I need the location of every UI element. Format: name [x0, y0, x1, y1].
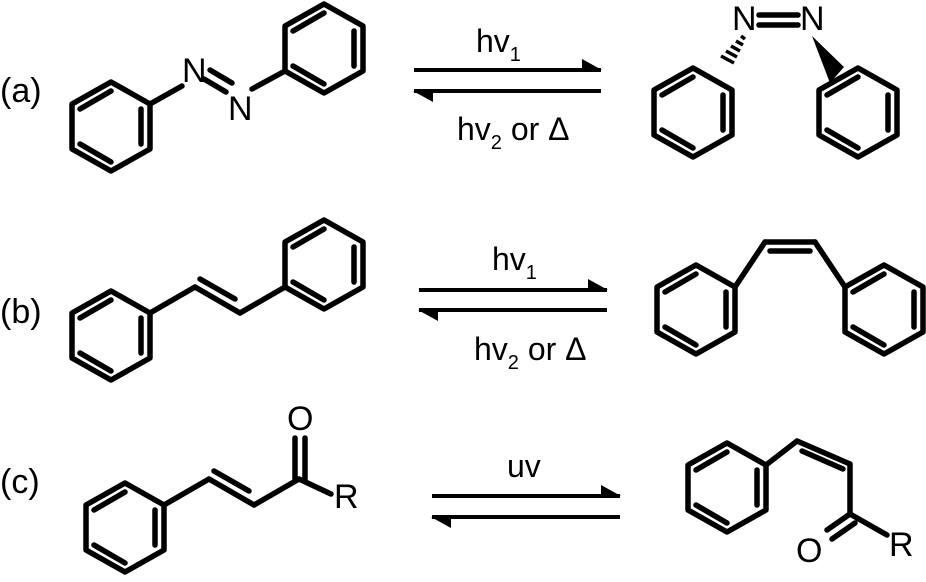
benzene-ring-right: [282, 217, 366, 312]
benzene-ring-right: [282, 1, 366, 96]
cc-double-bond-second-line: [197, 276, 238, 302]
benzene-ring-right: [816, 65, 900, 160]
cis-azobenzene: N N: [651, 0, 900, 160]
panel-label-c: (c): [0, 463, 40, 501]
benzene-ring-left: [651, 65, 735, 160]
benzene-ring-right: [842, 262, 926, 357]
single-bond: [732, 239, 768, 290]
group-r: R: [889, 526, 914, 564]
reverse-condition: hv2 or Δ: [457, 111, 570, 154]
wedge-bond: [812, 36, 844, 83]
c-r-bond: [847, 511, 890, 538]
trans-stilbene: [69, 217, 366, 383]
atom-o: O: [796, 532, 822, 570]
c-n-bond: [147, 83, 185, 107]
benzene-ring-left: [654, 262, 738, 357]
atom-n1: N: [732, 0, 757, 38]
benzene-ring-left: [69, 288, 153, 383]
cc-double-bond: [192, 284, 243, 316]
cc-double-bond: [794, 438, 853, 467]
atom-n1: N: [182, 52, 207, 90]
cc-double-bond-second-line: [799, 448, 846, 472]
panel-label-a: (a): [0, 72, 42, 110]
c-r-bond: [296, 476, 334, 497]
single-bond: [251, 476, 302, 508]
equilibrium-arrows-c: uv: [431, 448, 621, 528]
single-bond: [763, 438, 800, 468]
panel-c: (c) O R uv: [0, 400, 914, 575]
panel-b: (b) hv1 hv2 or Δ: [0, 217, 926, 383]
equilibrium-arrows-b: hv1 hv2 or Δ: [418, 241, 608, 374]
atom-o: O: [287, 400, 313, 438]
nn-double-bond-second-line: [207, 67, 235, 86]
trans-azobenzene: N N: [69, 1, 366, 174]
nn-double-bond: [201, 76, 229, 95]
single-bond: [237, 284, 288, 316]
atom-n2: N: [800, 0, 825, 38]
single-bond: [161, 476, 212, 508]
benzene-ring: [685, 440, 769, 535]
cis-enone: O R: [685, 438, 914, 570]
cc-double-bond-second-line: [211, 468, 252, 494]
single-bond: [812, 239, 848, 290]
group-r: R: [334, 478, 359, 516]
cc-double-bond: [206, 476, 257, 508]
n-c-bond: [249, 68, 288, 92]
trans-enone: O R: [83, 400, 359, 575]
reverse-condition: hv2 or Δ: [474, 331, 587, 374]
benzene-ring: [83, 480, 167, 575]
panel-a: (a) N N hv1 hv2 o: [0, 0, 900, 174]
cis-stilbene: [654, 239, 926, 357]
panel-label-b: (b): [0, 293, 42, 331]
benzene-ring-left: [69, 79, 153, 174]
co-double-bond-second-line: [829, 520, 858, 542]
atom-n2: N: [228, 90, 253, 128]
forward-condition: uv: [507, 448, 541, 484]
forward-condition: hv1: [476, 23, 521, 66]
single-bond: [147, 284, 198, 316]
co-double-bond: [824, 511, 853, 533]
forward-condition: hv1: [492, 241, 537, 284]
equilibrium-arrows-a: hv1 hv2 or Δ: [413, 23, 602, 154]
hashed-wedge-bond: [720, 34, 747, 65]
